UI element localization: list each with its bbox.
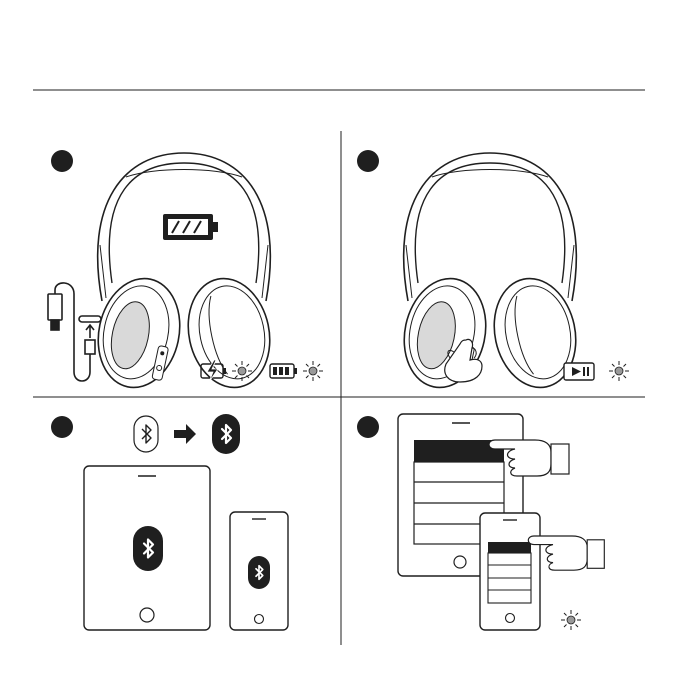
phone-icon [230,512,288,630]
bluetooth-off-icon [134,416,158,452]
battery-full-icon [163,214,218,240]
step-number-1 [51,150,73,172]
headphones-icon [394,153,585,395]
phone-icon [480,513,540,630]
panel-charge [48,153,323,395]
panel-power-on [394,153,629,395]
battery-full-indicator-icon [270,364,297,378]
usb-cable-icon [48,283,101,381]
bluetooth-icon [212,414,240,454]
panel-bluetooth [84,414,288,630]
step-number-4 [357,416,379,438]
headphones-icon [88,153,279,395]
led-blink-icon [232,361,252,381]
panel-select-device [398,414,604,630]
step-number-3 [51,416,73,438]
led-blink-icon [561,610,581,630]
tablet-icon [84,466,210,630]
led-blink-icon [609,361,629,381]
play-pause-button-icon [564,363,594,380]
step-number-2 [357,150,379,172]
arrow-icon [174,424,196,444]
led-blink-icon [303,361,323,381]
